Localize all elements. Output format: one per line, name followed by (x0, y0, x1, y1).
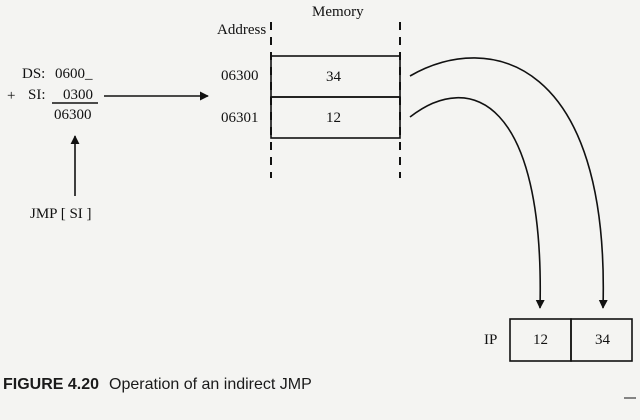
si-label: SI: (28, 87, 46, 103)
ip-register-low-cell (570, 318, 633, 362)
plus-sign: + (7, 88, 16, 104)
address-06300: 06300 (221, 68, 259, 84)
sum-result: 06300 (54, 107, 92, 123)
ip-high-value: 12 (533, 332, 548, 348)
address-06301: 06301 (221, 110, 259, 126)
memory-cell-06301 (270, 96, 401, 139)
figure-number: FIGURE 4.20 (3, 376, 100, 393)
memory-value-34: 34 (326, 69, 341, 85)
ds-label: DS: (22, 66, 46, 82)
memory-value-12: 12 (326, 110, 341, 126)
ds-value: 0600_ (55, 66, 93, 82)
curve-arrow-34-to-ip-low (409, 57, 608, 309)
jmp-instruction: JMP [ SI ] (30, 206, 92, 222)
memory-title: Memory (312, 4, 364, 20)
si-value: 0300 (63, 87, 93, 103)
figure-caption-text: Operation of an indirect JMP (109, 376, 312, 393)
figure-caption: FIGURE 4.20 Operation of an indirect JMP (3, 376, 312, 394)
address-header: Address (217, 22, 267, 38)
ip-low-value: 34 (595, 332, 610, 348)
ip-label: IP (484, 332, 498, 348)
curve-arrow-12-to-ip-high (409, 96, 545, 309)
